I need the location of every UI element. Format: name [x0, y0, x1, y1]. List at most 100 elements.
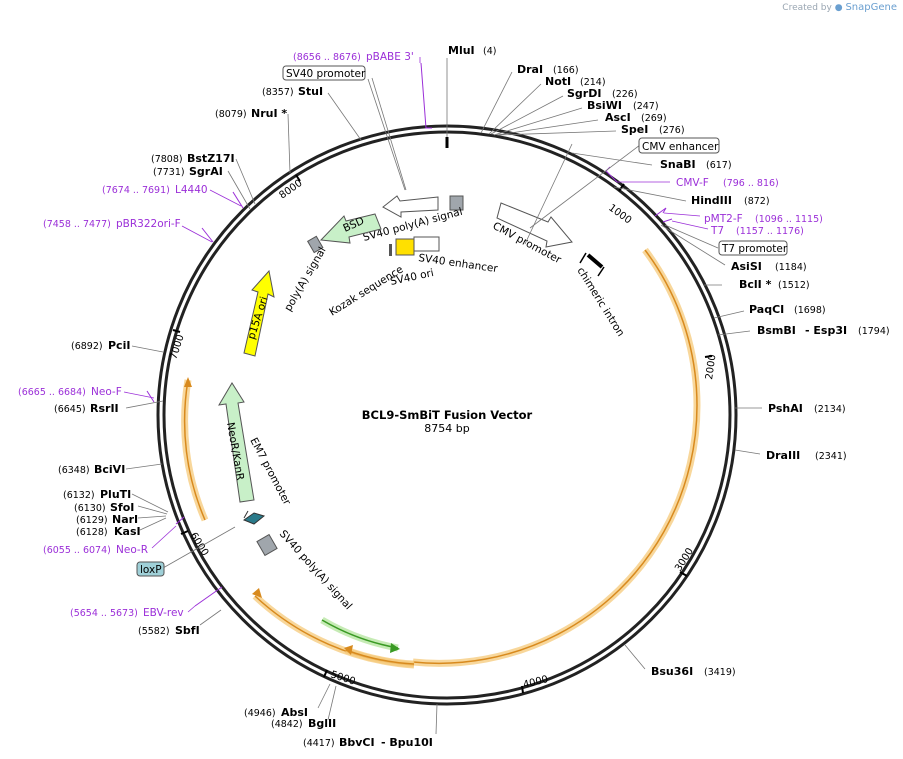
p15a-ori-label: p15A ori [245, 295, 270, 341]
primer-l4440: (7674 .. 7691)L4440 [102, 184, 208, 196]
primer-pbabe3: (8656 .. 8676)pBABE 3' [293, 51, 414, 63]
enzyme-paqci: PaqCI(1698) [749, 303, 826, 316]
enzyme-hindiii: HindIII(872) [691, 194, 770, 207]
enzyme-asci: AscI(269) [605, 111, 667, 124]
chimeric-intron-label: chimeric intron [574, 265, 626, 339]
tick-label: 2000 [704, 354, 718, 381]
bsd-arrow [319, 213, 382, 244]
features: SV40 poly(A) signal CMV promoter chimeri… [218, 195, 627, 612]
primer-t7: T7(1157 .. 1176) [710, 225, 804, 237]
tick-label: 6000 [187, 531, 210, 558]
enzyme-asisi: AsiSI(1184) [731, 260, 807, 273]
inner-orange-arc [344, 646, 415, 668]
enzyme-bsu36i: Bsu36I(3419) [651, 665, 736, 678]
enzyme-kasi: (6128)KasI [76, 525, 141, 538]
primer-cmv-f: CMV-F(796 .. 816) [676, 177, 779, 189]
tick-marks [172, 174, 713, 694]
chimeric-intron-bar [586, 253, 604, 269]
enzyme-bstz17i: (7808)BstZ17I [151, 152, 235, 165]
enzyme-mlui: MluI(4) [448, 44, 496, 57]
enzyme-leaders [125, 58, 762, 735]
enzyme-rsrii: (6645)RsrII [54, 402, 119, 415]
t7-promoter-box: T7 promoter [718, 240, 788, 256]
enzyme-nrui: (8079)NruI * [215, 107, 287, 120]
snapgene-credit: Created by ● SnapGene [782, 2, 897, 13]
sv40-polya-bottom-gray-box [256, 533, 278, 557]
plasmid-size: 8754 bp [424, 422, 469, 435]
primer-leaders [123, 57, 709, 613]
loxp-label: loxP [140, 564, 162, 576]
chimeric-intron-tick-a [579, 252, 587, 264]
primer-neo-r: (6055 .. 6074)Neo-R [43, 544, 148, 556]
enzyme-bglii: (4842)BglII [271, 717, 336, 730]
enzyme-bcivi: (6348)BciVI [58, 463, 125, 476]
enzyme-pluti: (6132)PluTI [63, 488, 131, 501]
enzyme-bcli: BclI *(1512) [739, 278, 810, 291]
orf-arrowhead [252, 588, 262, 598]
orf-arc-right [412, 247, 701, 667]
sv40-enhancer-box [413, 236, 440, 252]
cmv-enhancer-box: CMV enhancer [638, 137, 720, 154]
polya-gray-box [306, 235, 324, 254]
em7-connector [243, 510, 249, 519]
sv40-polya-bottom-label: SV40 poly(A) signal [277, 528, 355, 612]
enzyme-absi: (4946)AbsI [244, 706, 308, 719]
enzyme-labels: MluI(4) DraI(166) NotI(214) SgrDI(226) B… [54, 44, 890, 749]
orf-arc-left-line [183, 379, 206, 521]
orf-arc-left [181, 379, 209, 522]
loxp-box: loxP [136, 561, 165, 577]
green-arrowhead [390, 643, 400, 653]
snapgene-logo-icon: ● [834, 3, 843, 13]
enzyme-sgrai: (7731)SgrAI [153, 165, 223, 178]
enzyme-sfoi: (6130)SfoI [74, 501, 134, 514]
primer-ebv-rev: (5654 .. 5673)EBV-rev [70, 607, 184, 619]
primer-pbr322ori-f: (7458 .. 7477)pBR322ori-F [43, 218, 181, 230]
neor-kanr-arrow [218, 382, 255, 503]
orf-arcs [181, 247, 701, 669]
cmv-enhancer-label: CMV enhancer [642, 141, 719, 153]
enzyme-sbfi: (5582)SbfI [138, 624, 200, 637]
em7-promoter-label: EM7 promoter [247, 436, 293, 508]
p15a-ori-arrow [243, 269, 275, 357]
tick-label: 7000 [168, 333, 186, 361]
primer-neo-f: (6665 .. 6684)Neo-F [18, 386, 122, 398]
enzyme-stui: (8357)StuI [262, 85, 323, 98]
tick-label: 1000 [606, 203, 633, 227]
kozak-label: Kozak sequence [327, 263, 405, 318]
orf-arc-right-line [412, 249, 698, 665]
credit-brand: SnapGene [845, 2, 897, 13]
primer-labels: (8656 .. 8676)pBABE 3' CMV-F(796 .. 816)… [18, 51, 823, 619]
inner-orange-arrowhead [344, 645, 353, 655]
enzyme-pcii: (6892)PciI [71, 339, 130, 352]
enzyme-bsiwi: BsiWI(247) [587, 99, 659, 112]
enzyme-snabi: SnaBI(617) [660, 158, 732, 171]
enzyme-noti: NotI(214) [545, 75, 606, 88]
tick-label: 8000 [277, 178, 304, 202]
polya-signal-label: poly(A) signal [282, 245, 328, 313]
enzyme-draiii: DraIII(2341) [766, 449, 847, 462]
enzyme-drai: DraI(166) [517, 63, 579, 76]
tick-label: 4000 [522, 674, 549, 691]
em7-promoter-box [242, 512, 266, 525]
sv40-promoter-box: SV40 promoter [282, 65, 366, 81]
plasmid-name: BCL9-SmBiT Fusion Vector [362, 408, 533, 422]
enzyme-bsmbi: BsmBI- Esp3I(1794) [757, 324, 890, 337]
enzyme-nari: (6129)NarI [76, 513, 138, 526]
credit-prefix: Created by [782, 3, 832, 13]
sv40-ori-box [395, 238, 415, 256]
enzyme-bbvci: (4417)BbvCI- Bpu10I [303, 736, 433, 749]
sv40-polya-top-arrow [382, 195, 439, 218]
orf-arrowhead-left [184, 377, 192, 387]
sv40-promoter-label: SV40 promoter [286, 68, 366, 80]
primer-pmt2-f: pMT2-F(1096 .. 1115) [704, 213, 823, 225]
kozak-box [389, 244, 392, 256]
sv40-polya-top-gray-box [449, 195, 464, 211]
boxed-leaders [162, 78, 719, 569]
enzyme-sgrdi: SgrDI(226) [567, 87, 638, 100]
primer-markers [146, 62, 673, 607]
t7-promoter-label: T7 promoter [721, 243, 788, 255]
enzyme-spei: SpeI(276) [621, 123, 685, 136]
chimeric-intron-tick-b [597, 266, 605, 277]
enzyme-pshai: PshAI(2134) [768, 402, 846, 415]
